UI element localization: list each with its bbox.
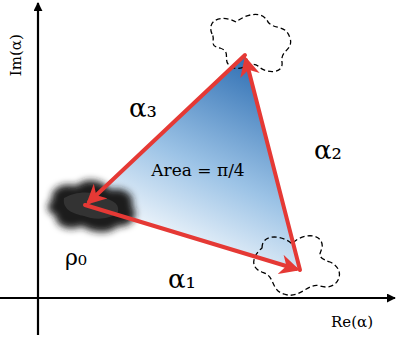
displacement-arrow xyxy=(89,55,245,202)
vector-label: α₃ xyxy=(129,94,157,123)
state-label: ρ₀ xyxy=(65,246,87,270)
displacement-arrow xyxy=(85,205,296,269)
area-label: Area = π/4 xyxy=(151,161,244,180)
real-axis xyxy=(0,297,395,299)
displaced-state-outline xyxy=(211,14,291,71)
vector-label: α₂ xyxy=(314,136,342,165)
vector-label: α₁ xyxy=(168,265,196,294)
displacement-arrow xyxy=(246,60,300,270)
axis-label: Re(α) xyxy=(331,314,373,331)
axis-label: Im(α) xyxy=(8,34,25,76)
displaced-state-outline xyxy=(254,236,340,296)
imaginary-axis xyxy=(37,3,39,335)
